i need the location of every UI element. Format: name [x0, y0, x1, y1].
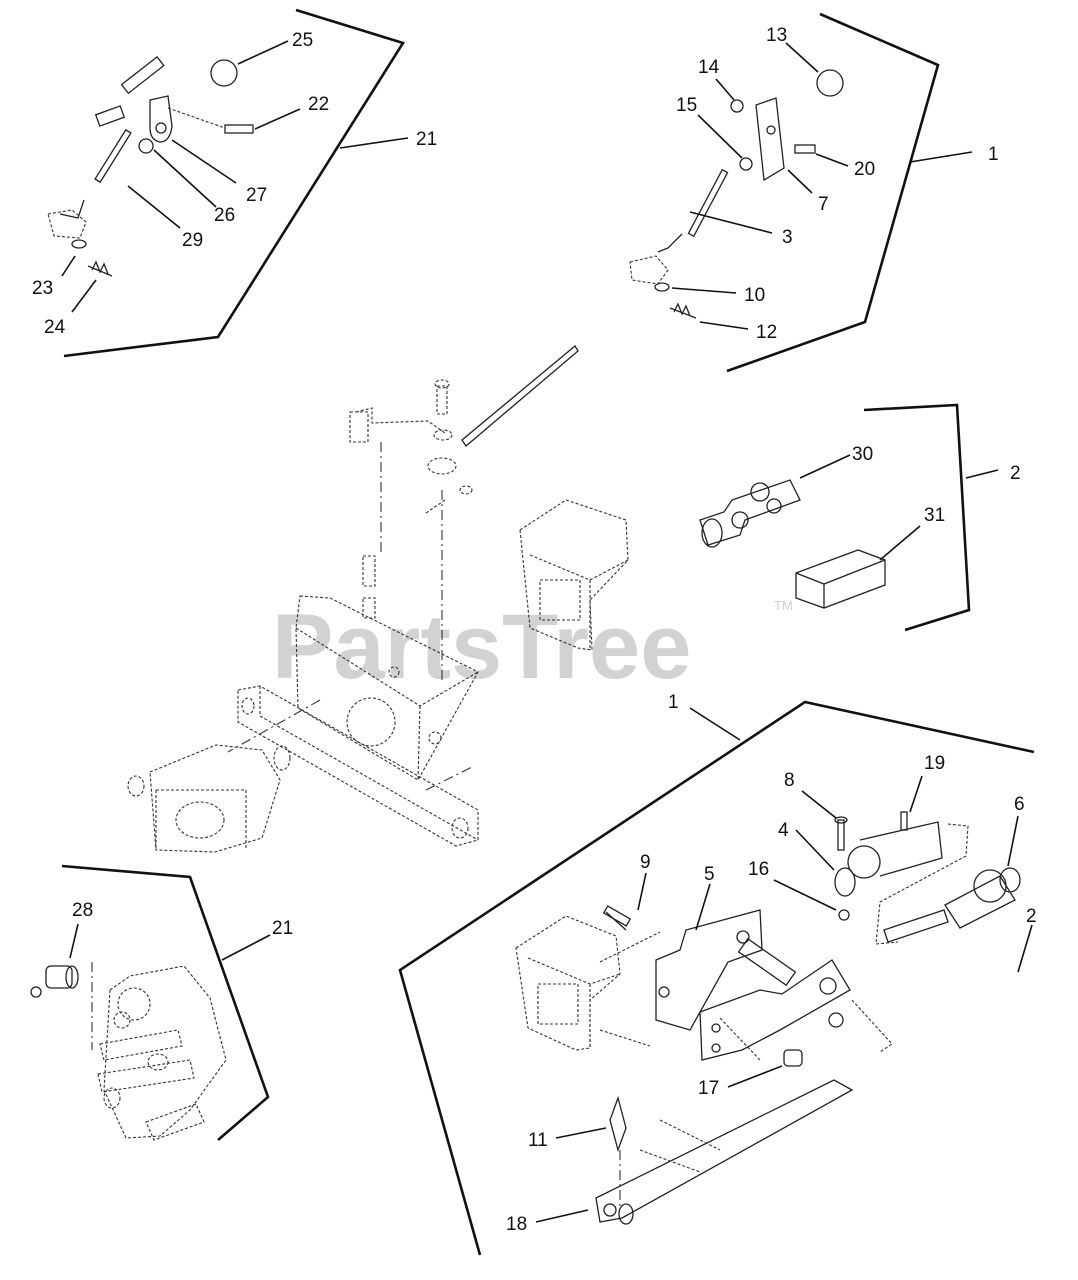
callout-9: 9 [640, 852, 651, 873]
group-1-top-parts [629, 69, 844, 319]
group-bracket-21-top [63, 8, 406, 358]
callout-7: 7 [818, 194, 829, 215]
group-21-top-parts [47, 55, 254, 277]
callout-1: 1 [988, 144, 999, 165]
group-bracket-1-bottom [398, 700, 1035, 1256]
callout-11: 11 [528, 1130, 548, 1151]
callout-1-bottom: 1 [668, 692, 679, 713]
callout-12: 12 [756, 322, 777, 343]
callout-19: 19 [924, 753, 945, 774]
callout-8: 8 [784, 770, 795, 791]
callout-21: 21 [416, 129, 437, 150]
main-assembly [127, 345, 629, 853]
callout-2-bottom: 2 [1026, 906, 1037, 927]
callout-29: 29 [182, 230, 203, 251]
callout-22: 22 [308, 94, 329, 115]
callout-5: 5 [704, 864, 715, 885]
group-21-bottom-parts [30, 962, 227, 1141]
callout-31: 31 [924, 505, 945, 526]
group-1-bottom-parts [515, 811, 1021, 1225]
callout-15: 15 [676, 95, 697, 116]
callout-18: 18 [506, 1214, 527, 1235]
group-bracket-1-top [726, 12, 940, 373]
callout-24: 24 [44, 317, 66, 338]
callout-27: 27 [246, 185, 267, 206]
callout-17: 17 [698, 1078, 719, 1099]
watermark-trademark: TM [774, 598, 793, 613]
callout-21-bottom: 21 [272, 918, 293, 939]
callout-28: 28 [72, 900, 93, 921]
group-bracket-2-top [863, 403, 971, 632]
callout-20: 20 [854, 159, 875, 180]
callout-25: 25 [292, 30, 313, 51]
callout-16: 16 [748, 859, 769, 880]
callout-2: 2 [1010, 463, 1021, 484]
watermark: PartsTree [272, 596, 691, 698]
group-2-top-parts [699, 479, 886, 609]
callout-26: 26 [214, 205, 235, 226]
callout-6: 6 [1014, 794, 1025, 815]
callout-labels: 25 22 21 27 26 29 23 24 13 14 15 20 1 7 … [32, 25, 1037, 1235]
callout-30: 30 [852, 444, 873, 465]
leader-lines [61, 40, 1033, 1223]
callout-3: 3 [782, 227, 793, 248]
callout-4: 4 [778, 820, 789, 841]
callout-10: 10 [744, 285, 765, 306]
callout-23: 23 [32, 278, 53, 299]
callout-13: 13 [766, 25, 787, 46]
group-bracket-21-bottom [61, 864, 270, 1141]
callout-14: 14 [698, 57, 720, 78]
